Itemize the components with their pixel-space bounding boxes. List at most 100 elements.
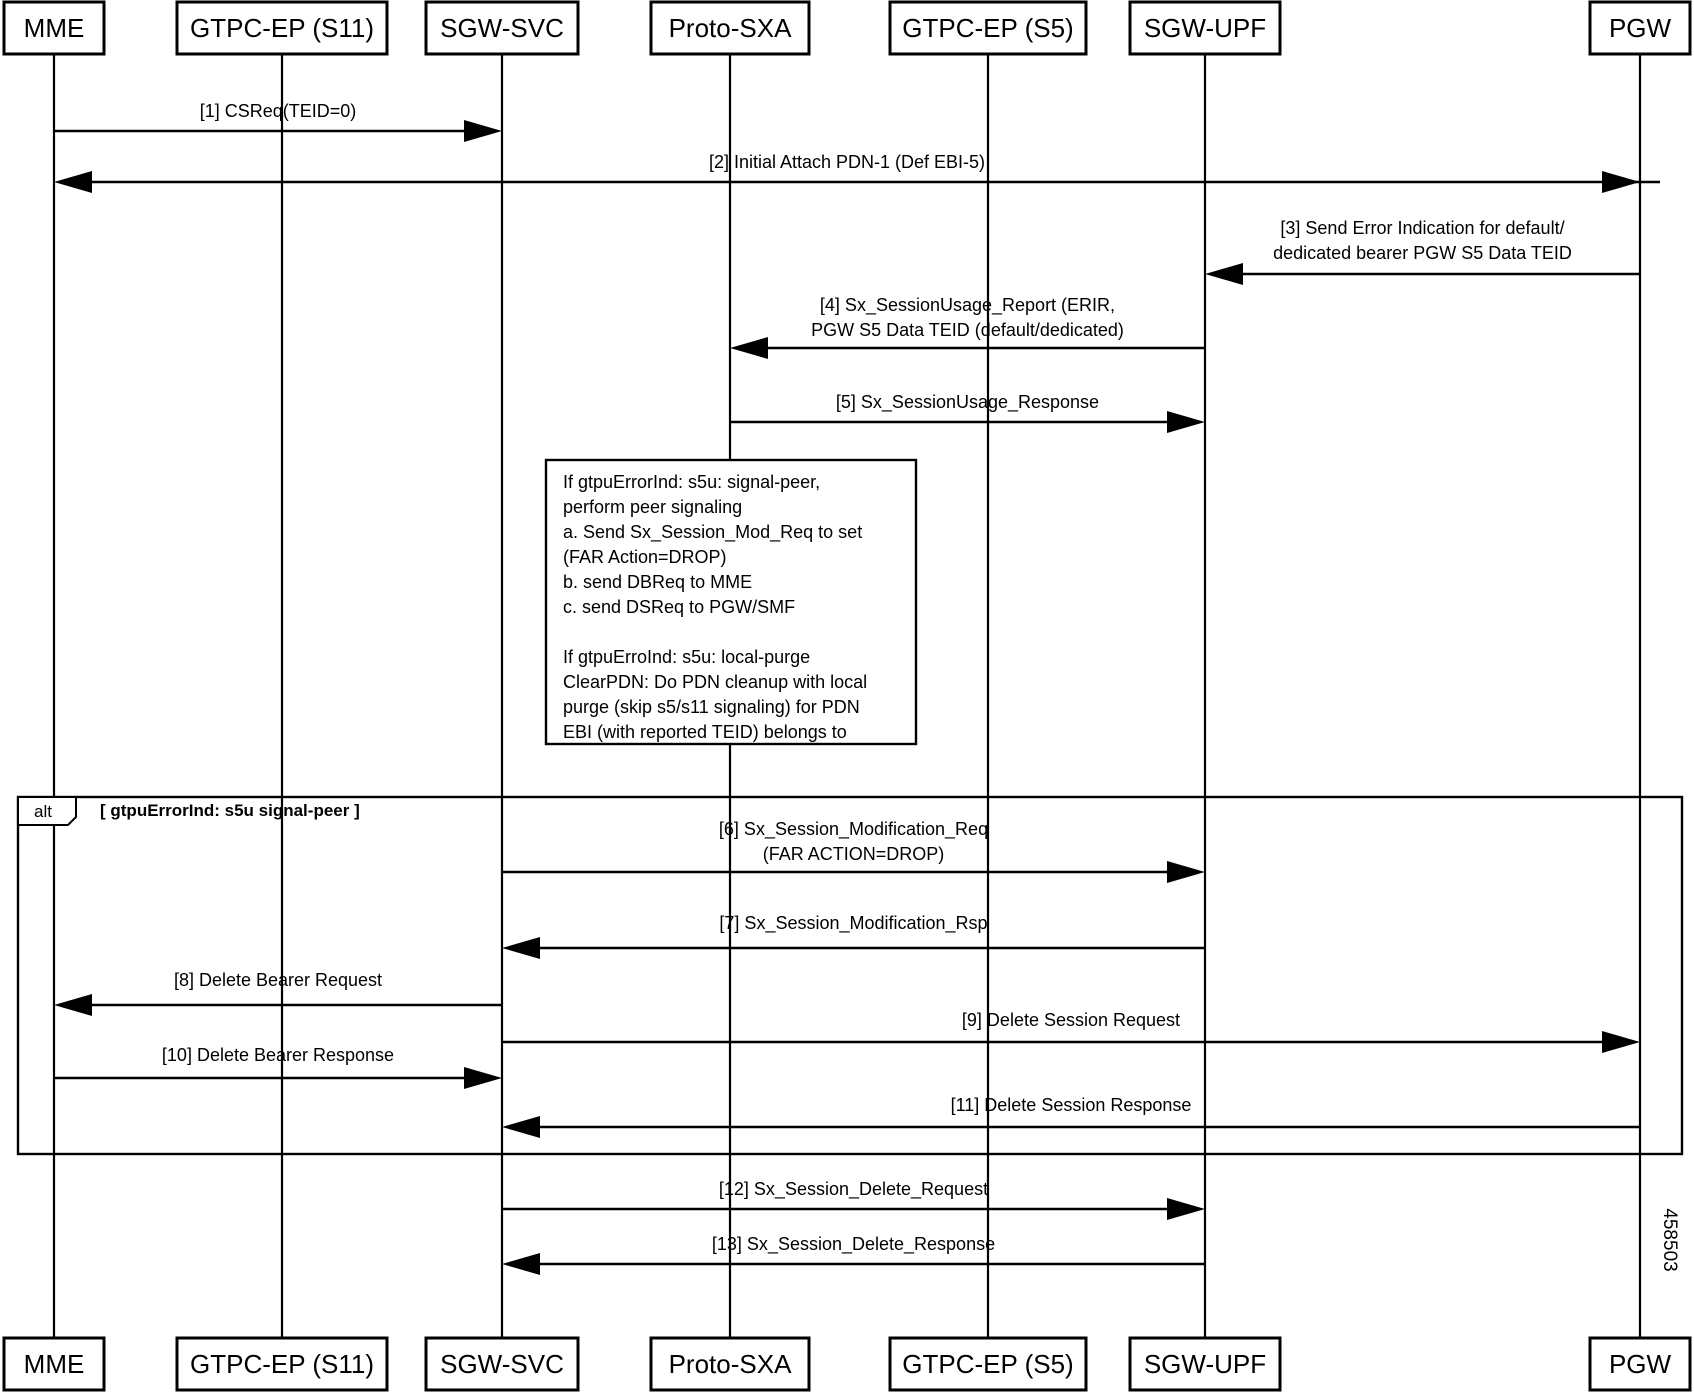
figure-id: 458503 bbox=[1659, 1208, 1680, 1271]
note-line: b. send DBReq to MME bbox=[563, 572, 752, 592]
actor-label: GTPC-EP (S11) bbox=[190, 13, 374, 43]
actor-label: SGW-UPF bbox=[1144, 13, 1266, 43]
alt-frame-guard: [ gtpuErrorInd: s5u signal-peer ] bbox=[100, 801, 360, 820]
actor-box bbox=[424, 1336, 580, 1392]
note-border bbox=[544, 458, 918, 746]
message-7: [7] Sx_Session_Modification_Rsp bbox=[502, 913, 1205, 959]
message-9: [9] Delete Session Request bbox=[502, 1010, 1640, 1053]
message-label: [11] Delete Session Response bbox=[951, 1095, 1192, 1115]
message-label: [3] Send Error Indication for default/ bbox=[1280, 218, 1564, 238]
message-label: [8] Delete Bearer Request bbox=[174, 970, 382, 990]
actor-label: SGW-UPF bbox=[1144, 1349, 1266, 1379]
message-6: [6] Sx_Session_Modification_Req (FAR ACTI… bbox=[502, 819, 1205, 883]
actor-label: MME bbox=[24, 1349, 85, 1379]
actor-box bbox=[649, 1336, 811, 1392]
actor-sgw-svc-bottom: SGW-SVC bbox=[424, 1336, 580, 1392]
actor-proto-sxa-bottom: Proto-SXA bbox=[649, 1336, 811, 1392]
actor-gtpc-s11-bottom: GTPC-EP (S11) bbox=[175, 1336, 389, 1392]
actor-box bbox=[1128, 1336, 1282, 1392]
alt-frame-tag bbox=[17, 796, 77, 826]
actor-label: GTPC-EP (S5) bbox=[902, 13, 1073, 43]
actor-sgw-upf-bottom: SGW-UPF bbox=[1128, 1336, 1282, 1392]
alt-frame-tag-label: alt bbox=[34, 802, 52, 821]
actor-label: MME bbox=[24, 13, 85, 43]
actor-mme-top: MME bbox=[2, 0, 106, 56]
message-5: [5] Sx_SessionUsage_Response bbox=[730, 392, 1205, 433]
message-2: [2] Initial Attach PDN-1 (Def EBI-5) bbox=[54, 152, 1660, 193]
actor-box bbox=[175, 0, 389, 56]
message-label: PGW S5 Data TEID (default/dedicated) bbox=[811, 320, 1124, 340]
message-label: dedicated bearer PGW S5 Data TEID bbox=[1273, 243, 1572, 263]
actor-box bbox=[888, 0, 1088, 56]
arrow-head bbox=[502, 1116, 540, 1138]
note-line: If gtpuErroInd: s5u: local-purge bbox=[563, 647, 810, 667]
actor-label: GTPC-EP (S11) bbox=[190, 1349, 374, 1379]
note-line: perform peer signaling bbox=[563, 497, 742, 517]
note-line: ClearPDN: Do PDN cleanup with local bbox=[563, 672, 867, 692]
message-1: [1] CSReq(TEID=0) bbox=[54, 101, 502, 142]
note-line: (FAR Action=DROP) bbox=[563, 547, 727, 567]
alt-frame: alt [ gtpuErrorInd: s5u signal-peer ] bbox=[16, 795, 1684, 1156]
arrow-head bbox=[54, 994, 92, 1016]
message-label: [12] Sx_Session_Delete_Request bbox=[719, 1179, 988, 1200]
actor-sgw-upf-top: SGW-UPF bbox=[1128, 0, 1282, 56]
actor-box bbox=[888, 1336, 1088, 1392]
message-10: [10] Delete Bearer Response bbox=[54, 1045, 502, 1089]
actor-box bbox=[1128, 0, 1282, 56]
actor-pgw-top: PGW bbox=[1588, 0, 1692, 56]
actor-box bbox=[175, 1336, 389, 1392]
actor-box bbox=[2, 1336, 106, 1392]
message-3: [3] Send Error Indication for default/de… bbox=[1205, 218, 1640, 285]
message-label: [9] Delete Session Request bbox=[962, 1010, 1180, 1030]
actor-label: GTPC-EP (S5) bbox=[902, 1349, 1073, 1379]
actor-gtpc-s5-top: GTPC-EP (S5) bbox=[888, 0, 1088, 56]
actor-box bbox=[424, 0, 580, 56]
arrow-head bbox=[464, 1067, 502, 1089]
note-box: If gtpuErrorInd: s5u: signal-peer, perfor… bbox=[544, 458, 918, 746]
arrow-head bbox=[1167, 411, 1205, 433]
message-11: [11] Delete Session Response bbox=[502, 1095, 1640, 1138]
actor-label: SGW-SVC bbox=[440, 13, 564, 43]
message-label: [2] Initial Attach PDN-1 (Def EBI-5) bbox=[709, 152, 985, 172]
arrow-head bbox=[502, 1253, 540, 1275]
message-label: [13] Sx_Session_Delete_Response bbox=[712, 1234, 995, 1255]
note-line: c. send DSReq to PGW/SMF bbox=[563, 597, 795, 617]
actor-box bbox=[1588, 0, 1692, 56]
actor-label: Proto-SXA bbox=[669, 1349, 792, 1379]
message-label: [10] Delete Bearer Response bbox=[162, 1045, 394, 1065]
actor-gtpc-s11-top: GTPC-EP (S11) bbox=[175, 0, 389, 56]
note-line: a. Send Sx_Session_Mod_Req to set bbox=[563, 522, 862, 543]
actor-label: Proto-SXA bbox=[669, 13, 792, 43]
message-label: [1] CSReq(TEID=0) bbox=[200, 101, 357, 121]
actor-box bbox=[1588, 1336, 1692, 1392]
actor-label: SGW-SVC bbox=[440, 1349, 564, 1379]
message-label: [4] Sx_SessionUsage_Report (ERIR, bbox=[820, 295, 1115, 316]
arrow-head bbox=[1167, 1198, 1205, 1220]
alt-frame-border bbox=[16, 795, 1684, 1156]
message-12: [12] Sx_Session_Delete_Request bbox=[502, 1179, 1205, 1220]
message-label: (FAR ACTION=DROP) bbox=[763, 844, 945, 864]
arrow-head bbox=[54, 171, 92, 193]
actor-box bbox=[2, 0, 106, 56]
note-line: If gtpuErrorInd: s5u: signal-peer, bbox=[563, 472, 820, 492]
note-line: EBI (with reported TEID) belongs to bbox=[563, 722, 847, 742]
actor-label: PGW bbox=[1609, 1349, 1672, 1379]
arrow-head bbox=[1167, 861, 1205, 883]
arrow-head bbox=[464, 120, 502, 142]
message-4: [4] Sx_SessionUsage_Report (ERIR, PGW S5 … bbox=[730, 295, 1205, 359]
message-label: [5] Sx_SessionUsage_Response bbox=[836, 392, 1099, 413]
actor-sgw-svc-top: SGW-SVC bbox=[424, 0, 580, 56]
actor-box bbox=[649, 0, 811, 56]
message-8: [8] Delete Bearer Request bbox=[54, 970, 502, 1016]
arrow-head bbox=[1602, 171, 1640, 193]
note-line: purge (skip s5/s11 signaling) for PDN bbox=[563, 697, 860, 717]
arrow-head bbox=[730, 337, 768, 359]
message-label: [6] Sx_Session_Modification_Req bbox=[719, 819, 988, 840]
arrow-head bbox=[502, 937, 540, 959]
arrow-head bbox=[1602, 1031, 1640, 1053]
message-13: [13] Sx_Session_Delete_Response bbox=[502, 1234, 1205, 1275]
actor-gtpc-s5-bottom: GTPC-EP (S5) bbox=[888, 1336, 1088, 1392]
message-label: [7] Sx_Session_Modification_Rsp bbox=[719, 913, 987, 934]
actor-pgw-bottom: PGW bbox=[1588, 1336, 1692, 1392]
